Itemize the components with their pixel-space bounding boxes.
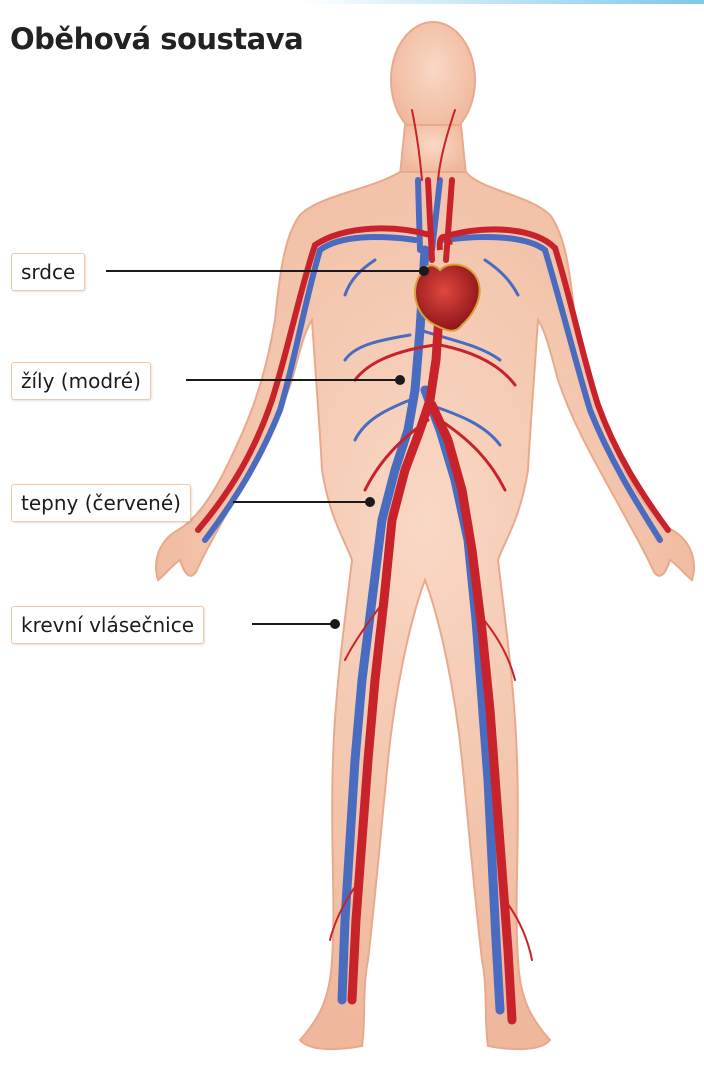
page-title: Oběhová soustava — [10, 22, 303, 56]
leader-dot-heart — [420, 267, 428, 275]
label-heart: srdce — [11, 253, 85, 291]
leader-dot-arteries — [366, 498, 374, 506]
leader-dot-veins — [396, 376, 404, 384]
body-silhouette — [156, 22, 694, 1049]
label-capillaries: krevní vlásečnice — [11, 606, 204, 644]
label-arteries: tepny (červené) — [11, 484, 191, 522]
label-veins: žíly (modré) — [11, 362, 151, 400]
leader-dot-capillaries — [331, 620, 339, 628]
